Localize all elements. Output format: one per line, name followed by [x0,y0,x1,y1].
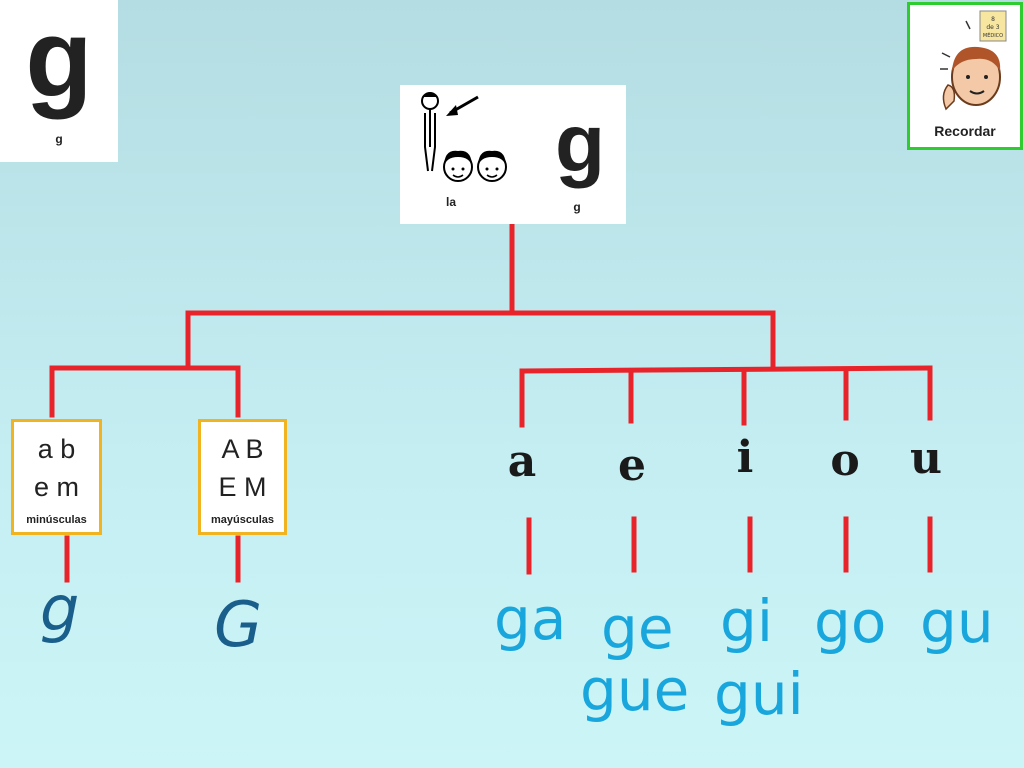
letter-g-big: g [25,0,93,120]
mayusculas-label: mayúsculas [211,514,274,526]
mayusculas-card: A B E M mayúsculas [198,419,287,535]
uppercase-g: G [214,588,263,661]
svg-text:MÉDICO: MÉDICO [983,31,1003,39]
svg-text:8: 8 [991,16,995,23]
minusculas-row1: a b [37,434,76,464]
syllable-gi: gi [720,587,773,655]
minusculas-row2: e m [33,472,79,502]
recordar-card: 8 de 3 MÉDICO Recordar [907,2,1023,150]
svg-text:de 3: de 3 [986,24,999,31]
syllable-gue: gue [580,656,690,724]
syllable-go: go [814,588,887,656]
vowel-i: i [736,432,754,483]
center-g-label: g [573,200,581,214]
letter-g-label: g [55,132,63,146]
people-pictogram-icon [421,92,507,182]
syllable-ga: ga [494,585,567,653]
syllable-gu: gu [920,588,994,656]
vowel-u: u [910,433,942,484]
vowel-e: e [618,440,646,491]
syllable-gui: gui [714,660,804,728]
minusculas-label: minúsculas [26,514,87,526]
lowercase-g: g [40,572,80,645]
la-label: la [446,195,457,209]
mayusculas-row1: A B [221,434,264,464]
la-g-card: la g g [400,85,626,224]
center-letter-g: g [554,98,606,189]
vowel-a: a [507,436,537,487]
recordar-label: Recordar [934,123,996,139]
vowel-o: o [830,435,860,486]
mayusculas-row2: E M [218,472,267,502]
remember-thinking-icon: 8 de 3 MÉDICO [940,10,1007,111]
minusculas-card: a b e m minúsculas [11,419,102,535]
letter-g-card: g g [0,0,118,162]
syllable-ge: ge [601,594,674,662]
